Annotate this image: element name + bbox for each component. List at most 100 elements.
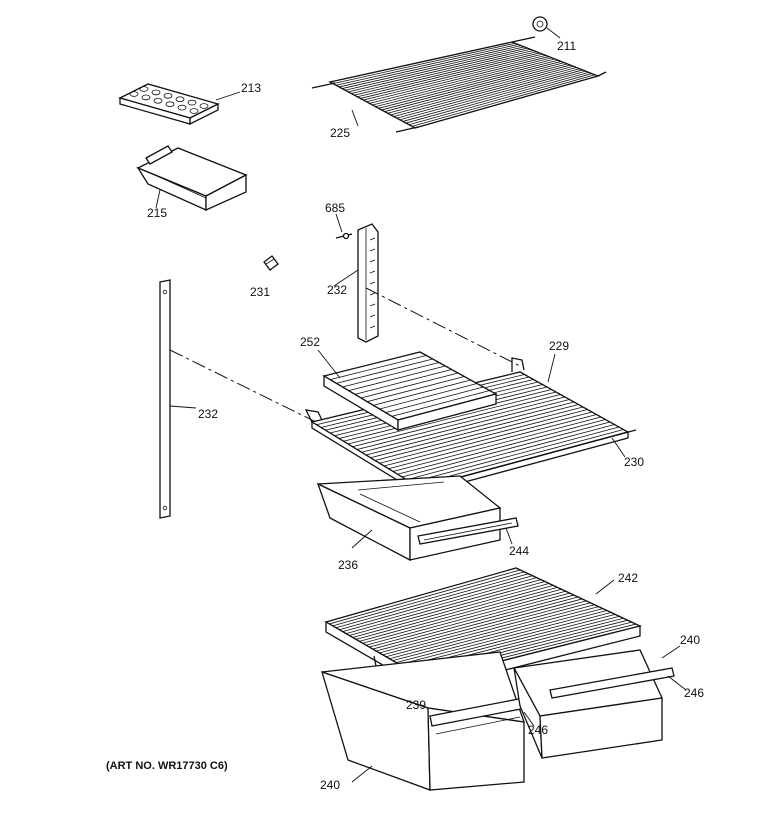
egg-cup: [153, 98, 163, 104]
callout-246-right: 246: [684, 686, 704, 700]
hatch-line: [397, 419, 606, 475]
hatch-line: [391, 390, 490, 417]
hatch-line: [354, 51, 537, 96]
rail-slot: [369, 314, 376, 318]
hatch-line: [336, 358, 433, 384]
hatch-line: [402, 70, 586, 122]
hatch-line: [367, 376, 465, 403]
hatch-line: [378, 61, 562, 109]
hatch-line: [388, 414, 597, 470]
callout-242: 242: [618, 571, 638, 585]
callout-240-left: 240: [320, 778, 340, 792]
hatch-line: [345, 579, 541, 634]
hatch-line: [410, 426, 620, 483]
callout-231: 231: [250, 285, 270, 299]
hatch-line: [330, 355, 427, 381]
hatch-line: [405, 71, 589, 124]
hatch-line: [348, 365, 446, 392]
hatch-line: [332, 42, 516, 85]
hatch-line: [374, 406, 584, 461]
part-232-shelf-rail-right: [333, 223, 379, 343]
hatch-line: [408, 73, 592, 126]
hatch-line: [362, 588, 562, 644]
part-244-trim: [417, 517, 519, 545]
hatch-line: [372, 58, 556, 106]
callout-232-left: 232: [198, 407, 218, 421]
rail-slot: [369, 325, 376, 329]
egg-cup: [165, 101, 175, 107]
rail-hole: [162, 289, 168, 295]
callout-229: 229: [549, 339, 569, 353]
part-240-drawer-left: [321, 651, 527, 791]
hatch-line: [406, 424, 615, 481]
egg-cup: [189, 108, 199, 114]
part-215-bin: [136, 145, 248, 212]
callout-232-right: 232: [327, 283, 347, 297]
part-225-wire-shelf: [311, 36, 607, 133]
hatch-line: [379, 383, 478, 410]
hatch-line: [384, 63, 568, 112]
callout-239: 239: [406, 698, 426, 712]
callout-240-right: 240: [680, 633, 700, 647]
hatch-line: [375, 596, 579, 652]
hatch-line: [347, 391, 557, 445]
hatch-line: [387, 64, 571, 114]
hatch-line: [360, 372, 459, 399]
rail-hole: [162, 505, 168, 511]
rail-slot: [369, 270, 376, 274]
hatch-line: [352, 583, 550, 638]
part-232-shelf-rail-left: [159, 279, 197, 519]
callout-685: 685: [325, 201, 345, 215]
callout-230: 230: [624, 455, 644, 469]
hatch-line: [379, 598, 583, 654]
egg-cup: [199, 103, 209, 109]
callout-215: 215: [147, 206, 167, 220]
hatch-line: [395, 608, 603, 663]
hatch-line: [379, 409, 588, 464]
hatch-line: [390, 65, 574, 116]
rail-slot: [369, 248, 376, 252]
hatch-line: [385, 386, 484, 414]
hatch-line: [354, 369, 452, 395]
part-230-shelf-trim: [611, 437, 626, 458]
egg-cup: [187, 99, 197, 106]
part-231-clip: [263, 255, 279, 271]
hatch-line: [381, 62, 565, 111]
hatch-line: [366, 56, 549, 103]
hatch-line: [355, 585, 554, 640]
hatch-line: [385, 602, 591, 658]
egg-cup: [141, 94, 151, 101]
hatch-line: [393, 67, 577, 117]
hatch-line: [402, 612, 612, 667]
hatch-line: [342, 577, 537, 633]
hatch-line: [382, 600, 587, 656]
hatch-line: [356, 396, 566, 450]
part-211-cap: [532, 16, 561, 39]
part-685-screw: [335, 213, 353, 240]
part-213-egg-tray: [118, 83, 241, 126]
hatch-line: [401, 421, 611, 478]
part-236-pan: [316, 475, 502, 562]
hatch-line: [359, 586, 558, 642]
hatch-line: [363, 54, 546, 101]
hatch-line: [335, 44, 519, 86]
callout-213: 213: [241, 81, 261, 95]
hatch-line: [342, 46, 525, 89]
art-number: (ART NO. WR17730 C6): [106, 760, 228, 772]
hatch-line: [339, 575, 533, 631]
part-252-glass-panel: [317, 349, 498, 432]
egg-cup: [129, 91, 139, 97]
rail-slot: [369, 237, 376, 241]
part-240-drawer-right: [512, 645, 681, 759]
rail-slot: [369, 281, 376, 285]
hatch-line: [373, 379, 471, 406]
hatch-line: [392, 606, 599, 662]
hatch-line: [352, 394, 561, 448]
hatch-line: [348, 48, 531, 93]
egg-cup: [163, 93, 173, 99]
hatch-line: [365, 401, 575, 456]
callout-252: 252: [300, 335, 320, 349]
callout-211: 211: [557, 39, 576, 53]
hatch-line: [389, 604, 595, 660]
